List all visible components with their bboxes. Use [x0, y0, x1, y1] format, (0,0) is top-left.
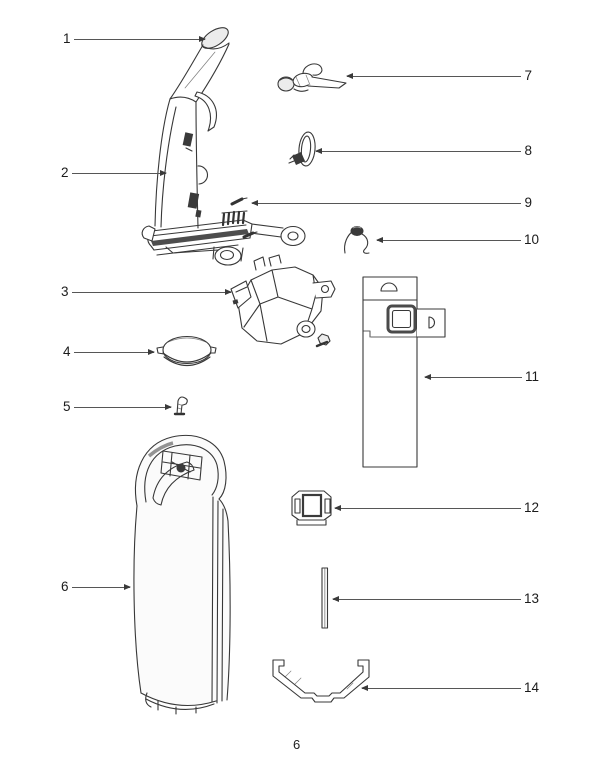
callout-14: 14 [361, 679, 542, 697]
hook-clip-drawing [173, 396, 188, 416]
callout-3: 3 [58, 283, 233, 301]
callout-1: 1 [60, 30, 207, 48]
callout-2: 2 [58, 164, 168, 182]
callout-10-label: 10 [523, 232, 539, 247]
callout-11: 11 [424, 368, 542, 386]
callout-13-label: 13 [523, 591, 539, 606]
callout-12: 12 [334, 499, 542, 517]
page-number: 6 [293, 737, 301, 752]
screws-drawing [230, 197, 258, 239]
callout-5: 5 [60, 398, 173, 416]
dust-cup-body-drawing [133, 434, 231, 715]
callout-9: 9 [250, 194, 535, 212]
callout-3-arrow-line [71, 288, 233, 295]
callout-4-arrow-line [73, 348, 156, 355]
callout-13-arrow-line [332, 595, 521, 602]
upper-handle-assembly-drawing [141, 27, 306, 266]
wire-grommet-drawing [344, 226, 370, 254]
callout-5-arrow-line [73, 403, 173, 410]
callout-10-arrow-line [376, 236, 521, 243]
callout-3-label: 3 [61, 284, 69, 299]
callout-12-label: 12 [523, 500, 539, 515]
callout-8-arrow-line [314, 147, 522, 154]
callout-11-label: 11 [524, 369, 539, 384]
callout-4-label: 4 [63, 344, 71, 359]
callout-6-label: 6 [61, 579, 69, 594]
callout-1-label: 1 [63, 31, 71, 46]
valve-clip-drawing [291, 490, 332, 526]
callout-8: 8 [314, 142, 535, 160]
seal-strip-drawing [321, 567, 329, 629]
cord-hook-drawing [277, 63, 347, 92]
callout-14-arrow-line [361, 684, 521, 691]
callout-7: 7 [345, 67, 535, 85]
callout-12-arrow-line [334, 504, 521, 511]
filter-frame-drawing [362, 276, 446, 468]
callout-7-label: 7 [524, 68, 532, 83]
callout-2-label: 2 [61, 165, 69, 180]
lid-drawing [156, 335, 217, 367]
callout-5-label: 5 [63, 399, 71, 414]
callout-10: 10 [376, 231, 542, 249]
callout-6-arrow-line [71, 583, 132, 590]
callout-11-arrow-line [424, 373, 522, 380]
callout-13: 13 [332, 590, 542, 608]
callout-1-arrow-line [73, 35, 207, 42]
motor-housing-drawing [230, 254, 336, 348]
callout-6: 6 [58, 578, 132, 596]
callout-14-label: 14 [523, 680, 539, 695]
callout-9-label: 9 [524, 195, 532, 210]
base-bracket-drawing [272, 659, 370, 703]
callout-7-arrow-line [345, 72, 522, 79]
callout-9-arrow-line [250, 199, 522, 206]
callout-4: 4 [60, 343, 156, 361]
callout-2-arrow-line [71, 169, 168, 176]
callout-8-label: 8 [524, 143, 532, 158]
clip-bracket-drawing [288, 131, 316, 167]
